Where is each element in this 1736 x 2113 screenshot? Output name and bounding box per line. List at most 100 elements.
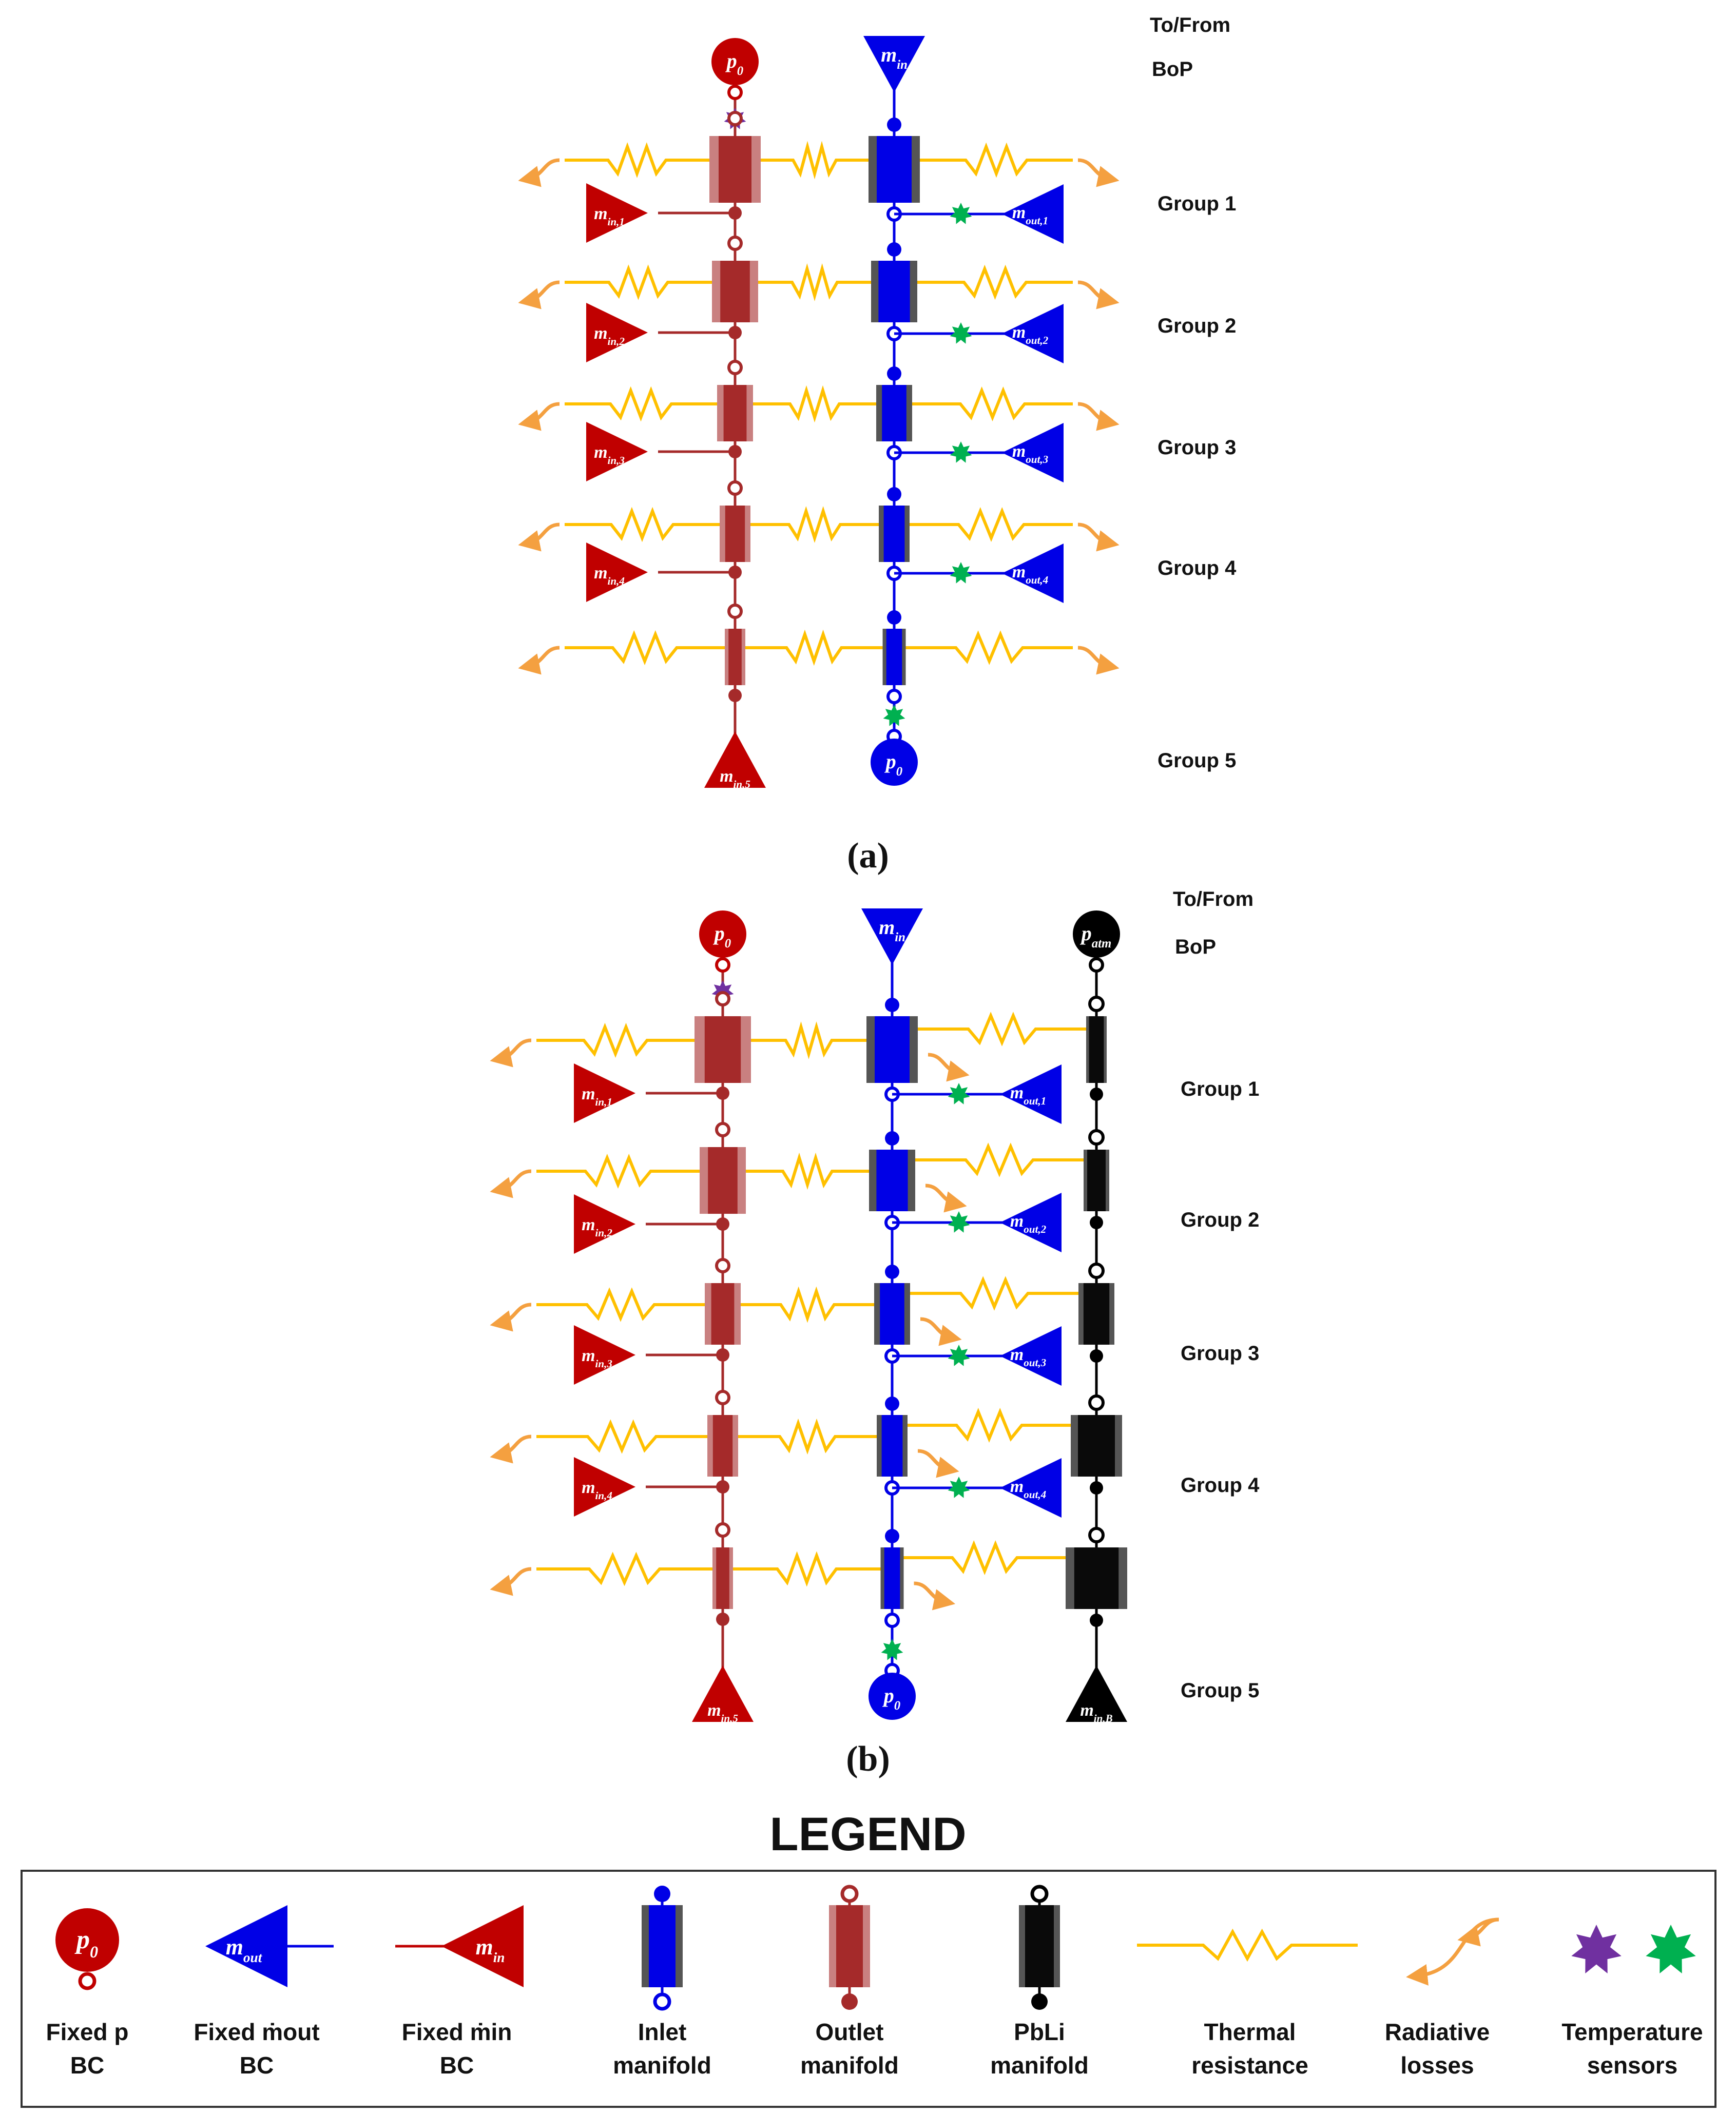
inlet-node-top-2 — [885, 1131, 899, 1146]
inlet-mout-label-1: mout,1 — [1012, 203, 1048, 227]
legend-fixed-min-symbol: min — [476, 1934, 505, 1965]
legend-label-fixed-p-line1: Fixed p — [46, 2019, 128, 2045]
legend-fixed-p-icon — [55, 1908, 119, 1972]
group-label-1: Group 1 — [1158, 192, 1236, 215]
radiative-left-5 — [518, 646, 560, 675]
legend-thermal-resistance-icon — [1137, 1928, 1358, 1962]
pbli-manifold-3 — [1083, 1283, 1110, 1345]
legend-label-pbli-line2: manifold — [990, 2052, 1089, 2079]
thermal-mid-4 — [750, 506, 879, 543]
legend-label-fixed-min-line2: BC — [440, 2052, 474, 2079]
legend-label-fixed-p-line2: BC — [70, 2052, 104, 2079]
group-label-1: Group 1 — [1181, 1078, 1259, 1100]
outlet-min-label-4: min,4 — [582, 1478, 612, 1502]
inlet-node-top-1 — [885, 998, 899, 1012]
group-label-4: Group 4 — [1181, 1474, 1260, 1497]
inlet-manifold-3 — [880, 1283, 904, 1345]
thermal-mid-5 — [745, 629, 883, 666]
thermal-left-2 — [565, 264, 712, 300]
outlet-node-top-2 — [715, 1122, 730, 1137]
legend-label-thermal-line1: Thermal — [1204, 2019, 1296, 2045]
thermal-right-1 — [920, 142, 1073, 178]
thermal-right-4 — [910, 507, 1073, 542]
header-bop: BoP — [1152, 58, 1193, 81]
thermal-left-1 — [536, 1022, 695, 1058]
group-label-5: Group 5 — [1181, 1679, 1259, 1702]
radiative-right-4 — [1077, 522, 1120, 552]
legend-pbli-node-top — [1030, 1885, 1049, 1903]
group-label-2: Group 2 — [1158, 315, 1236, 337]
outlet-min-label-1: min,1 — [594, 204, 625, 228]
inlet-node-top-4 — [887, 487, 901, 501]
outlet-manifold-1 — [719, 136, 751, 203]
outlet-min-label-4: min,4 — [594, 564, 625, 587]
outlet-min-label-2: min,2 — [594, 324, 625, 347]
legend-inlet-node-top — [654, 1886, 670, 1902]
group-label-3: Group 3 — [1181, 1342, 1259, 1365]
thermal-left-3 — [536, 1287, 705, 1322]
legend-label-fixed-min-line1: Fixed ṁin — [402, 2019, 512, 2045]
legend-label-sensors-line2: sensors — [1587, 2052, 1677, 2079]
inlet-manifold-2 — [876, 1150, 908, 1211]
pbli-node-top-1 — [1088, 996, 1105, 1012]
legend-label-radiative-line1: Radiative — [1385, 2019, 1490, 2045]
group-label-3: Group 3 — [1158, 436, 1236, 459]
outlet-min5-label: min,5 — [720, 767, 750, 790]
inlet-mout-label-3: mout,3 — [1012, 442, 1048, 466]
inlet-node-top-5 — [885, 1529, 899, 1543]
legend-label-inlet-line1: Inlet — [638, 2019, 687, 2045]
outlet-node-top-5 — [727, 604, 743, 619]
inlet-mout-bc-1 — [1000, 1064, 1062, 1124]
inlet-node-bottom-5 — [884, 1613, 900, 1628]
thermal-right-3 — [912, 386, 1073, 422]
thermal-mid-3 — [753, 385, 876, 423]
thermal-left-4 — [565, 507, 720, 542]
thermal-mid-2 — [758, 263, 871, 302]
inlet-node-top-2 — [887, 242, 901, 257]
outlet-manifold-5 — [716, 1547, 729, 1609]
inlet-manifold-5 — [884, 1547, 900, 1609]
inlet-mout-bc-4 — [1002, 544, 1064, 603]
outlet-min5-bc — [704, 731, 766, 788]
radiative-left-5 — [490, 1567, 532, 1596]
outlet-manifold-3 — [723, 385, 747, 441]
outlet-manifold-2 — [708, 1147, 738, 1214]
legend-fixed-p-symbol: p0 — [74, 1925, 98, 1961]
thermal-mid-1 — [751, 1021, 866, 1059]
inlet-manifold-1 — [875, 1016, 910, 1083]
thermal-right-5 — [903, 1540, 1066, 1576]
pbli-minB-bc — [1066, 1665, 1127, 1722]
radiative-left-3 — [490, 1303, 532, 1332]
thermal-left-5 — [536, 1552, 712, 1586]
pbli-minB-label: min,B — [1080, 1701, 1112, 1724]
legend-inlet-manifold-icon — [649, 1905, 676, 1987]
outlet-min5-bc — [692, 1665, 754, 1722]
legend-label-outlet-line1: Outlet — [816, 2019, 884, 2045]
outlet-min-bc-4 — [586, 542, 648, 602]
outlet-node-top-3 — [727, 360, 743, 375]
thermal-mid-4 — [738, 1418, 877, 1455]
outlet-min5-label: min,5 — [707, 1701, 738, 1724]
header-to-from: To/From — [1173, 888, 1253, 910]
outlet-node-top-4 — [715, 1390, 730, 1405]
inlet-min-label: min — [881, 43, 908, 72]
thermal-right-2 — [917, 264, 1073, 300]
inlet-temperature-sensor-2 — [950, 322, 972, 344]
outlet-min-label-3: min,3 — [582, 1346, 612, 1370]
outlet-manifold-4 — [712, 1415, 733, 1477]
pbli-node-bottom-4 — [1090, 1481, 1103, 1495]
pbli-manifold-4 — [1078, 1415, 1115, 1477]
group-label-2: Group 2 — [1181, 1209, 1259, 1231]
outlet-manifold-2 — [720, 261, 750, 322]
inlet-manifold-4 — [881, 1415, 903, 1477]
thermal-right-1 — [918, 1012, 1086, 1046]
outlet-node-top-3 — [715, 1258, 730, 1273]
outlet-min-bc-1 — [586, 183, 648, 243]
inlet-mout-label-4: mout,4 — [1012, 563, 1048, 586]
outlet-node-bottom-5 — [728, 689, 742, 702]
pbli-manifold-1 — [1089, 1016, 1104, 1083]
inlet-p0-label: p0 — [882, 1684, 900, 1713]
thermal-mid-5 — [733, 1551, 881, 1587]
